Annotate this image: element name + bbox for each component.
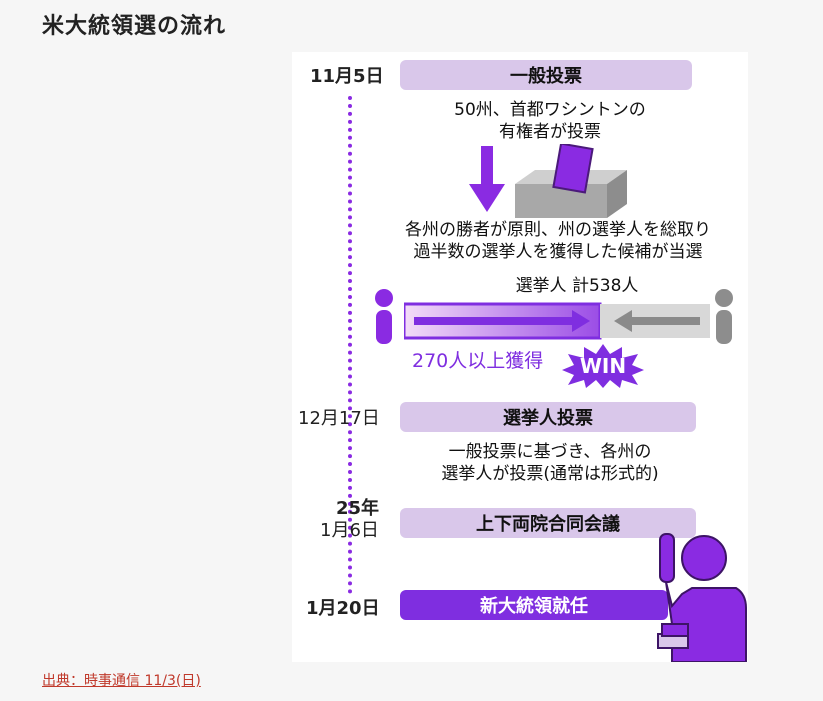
elector-rule-note-1: 各州の勝者が原則、州の選挙人を総取り (405, 220, 711, 240)
electors-vote-note-1: 一般投票に基づき、各州の (448, 442, 652, 462)
elector-rule-note-2: 過半数の選挙人を獲得した候補が当選 (413, 242, 703, 262)
candidate-right-icon (715, 289, 733, 344)
general-election-note-1: 50州、首都ワシントンの (454, 100, 646, 120)
win-threshold-label: 270人以上獲得 (412, 350, 544, 372)
step-joint-session: 上下両院合同会議 (400, 508, 696, 538)
president-oath-icon (657, 533, 747, 662)
electors-vote-note-2: 選挙人が投票(通常は形式的) (441, 464, 659, 484)
candidate-left-icon (375, 289, 393, 344)
date-jan-20: 1月20日 (306, 598, 380, 619)
step-general-election: 一般投票 (400, 60, 692, 90)
date-nov-5: 11月5日 (310, 66, 384, 87)
election-flow-diagram: 11月5日 一般投票 50州、首都ワシントンの 有権者が投票 各州の勝者が原則、… (292, 52, 748, 662)
date-year-25: 25年 (336, 498, 380, 519)
date-dec-17: 12月17日 (298, 408, 380, 429)
electors-bar (404, 302, 710, 340)
page-title: 米大統領選の流れ (42, 14, 227, 39)
timeline-dotted-line (348, 96, 352, 594)
down-arrow-icon (469, 146, 505, 212)
ballot-box-icon (515, 144, 627, 218)
general-election-note-2: 有権者が投票 (499, 122, 601, 142)
step-inauguration: 新大統領就任 (400, 590, 668, 620)
source-link[interactable]: 出典：時事通信 11/3(日) (42, 673, 201, 689)
win-badge-icon (562, 344, 644, 388)
date-jan-6: 1月6日 (320, 520, 379, 541)
step-electors-vote: 選挙人投票 (400, 402, 696, 432)
electors-total-label: 選挙人 計538人 (515, 276, 639, 296)
win-badge-text: WIN (579, 354, 627, 378)
